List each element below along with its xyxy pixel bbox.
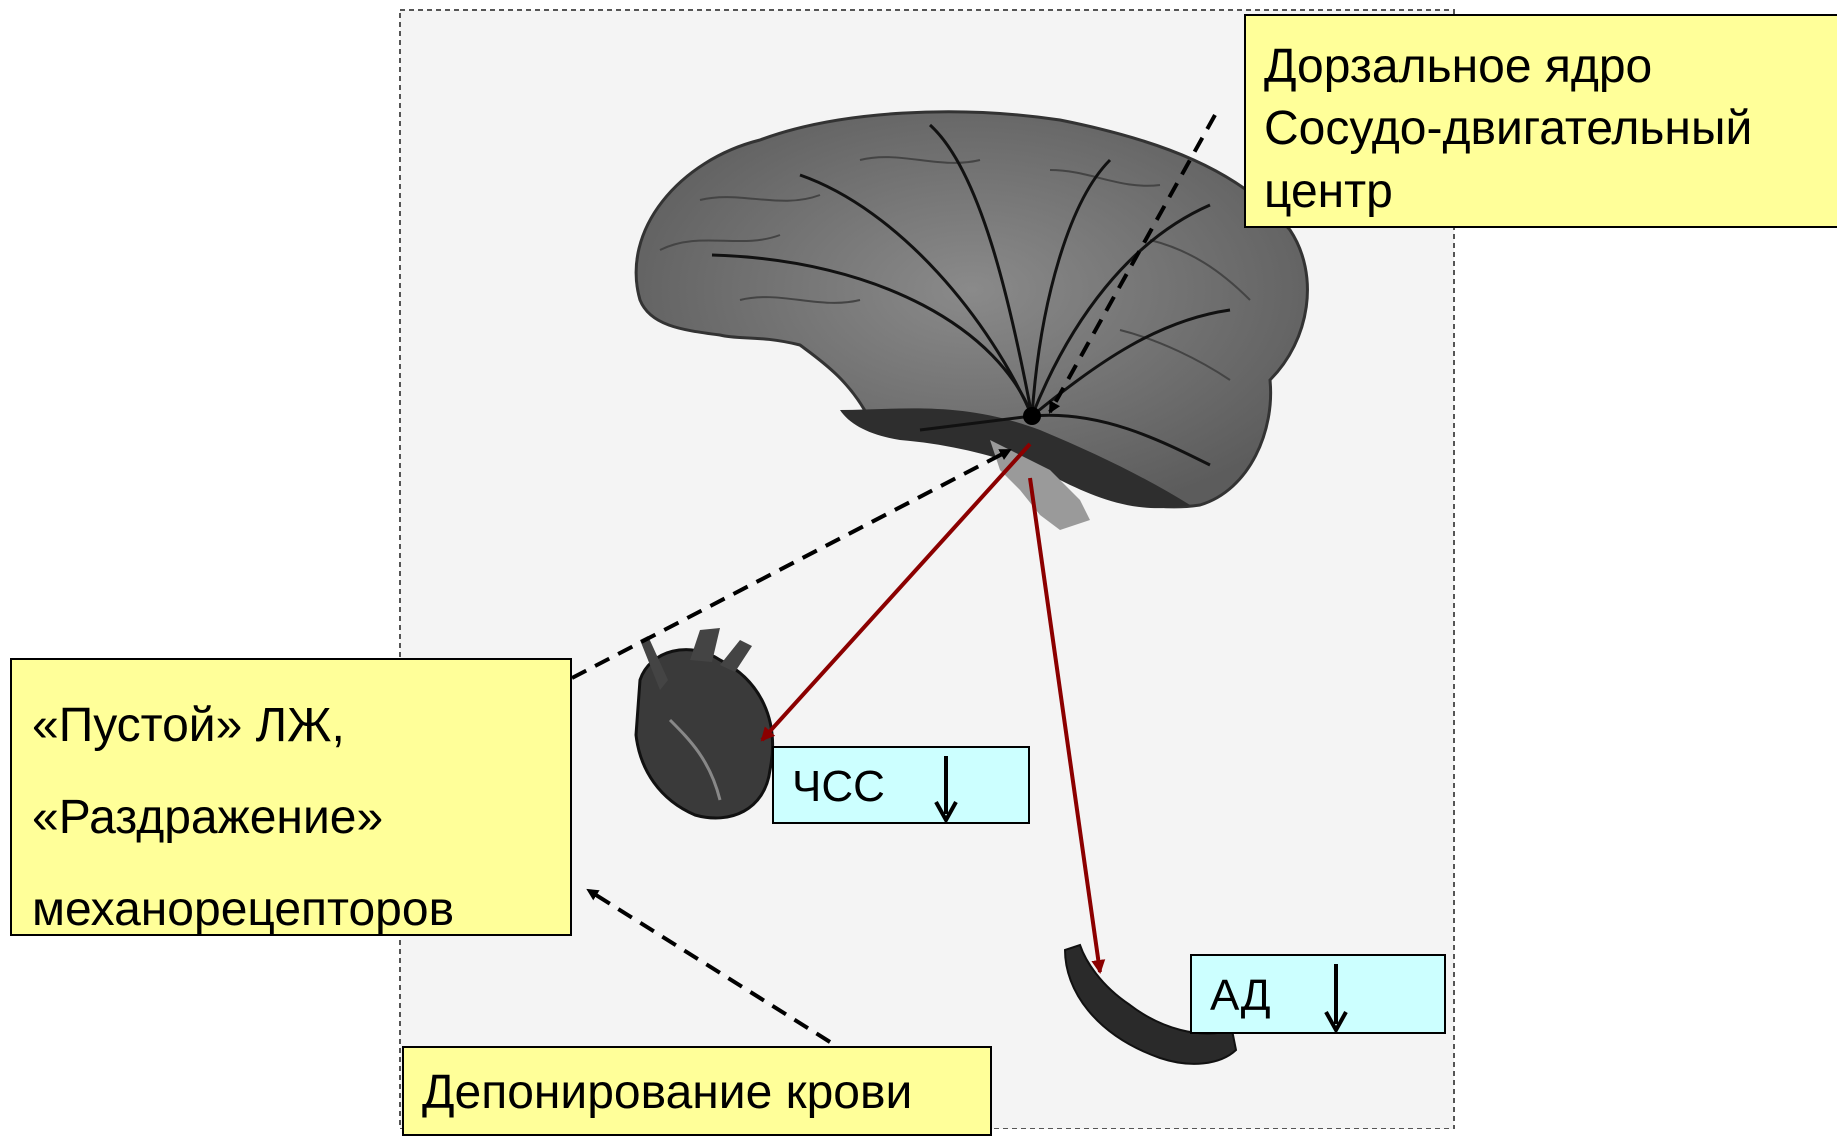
blood-deposition-text: Депонирование крови [422, 1062, 990, 1124]
left-ventricle-line-3: механорецепторов [32, 864, 570, 956]
left-ventricle-line-2: «Раздражение» [32, 772, 570, 864]
heart-rate-label: ЧСС [792, 762, 885, 811]
dorsal-nucleus-line-2: Сосудо-двигательный [1264, 98, 1837, 160]
blood-pressure-label: АД [1210, 971, 1271, 1020]
left-ventricle-label: «Пустой» ЛЖ, «Раздражение» механорецепто… [10, 658, 572, 936]
heart-rate-box: ЧСС [772, 746, 1030, 824]
dorsal-nucleus-line-1: Дорзальное ядро [1264, 36, 1837, 98]
blood-pressure-box: АД [1190, 954, 1446, 1034]
blood-pressure-decrease-icon [1324, 962, 1348, 1034]
blood-deposition-label: Депонирование крови [402, 1046, 992, 1136]
left-ventricle-line-1: «Пустой» ЛЖ, [32, 680, 570, 772]
heart-rate-decrease-icon [934, 754, 958, 824]
dorsal-nucleus-line-3: центр [1264, 161, 1837, 223]
dorsal-nucleus-label: Дорзальное ядро Сосудо-двигательный цент… [1244, 14, 1837, 228]
